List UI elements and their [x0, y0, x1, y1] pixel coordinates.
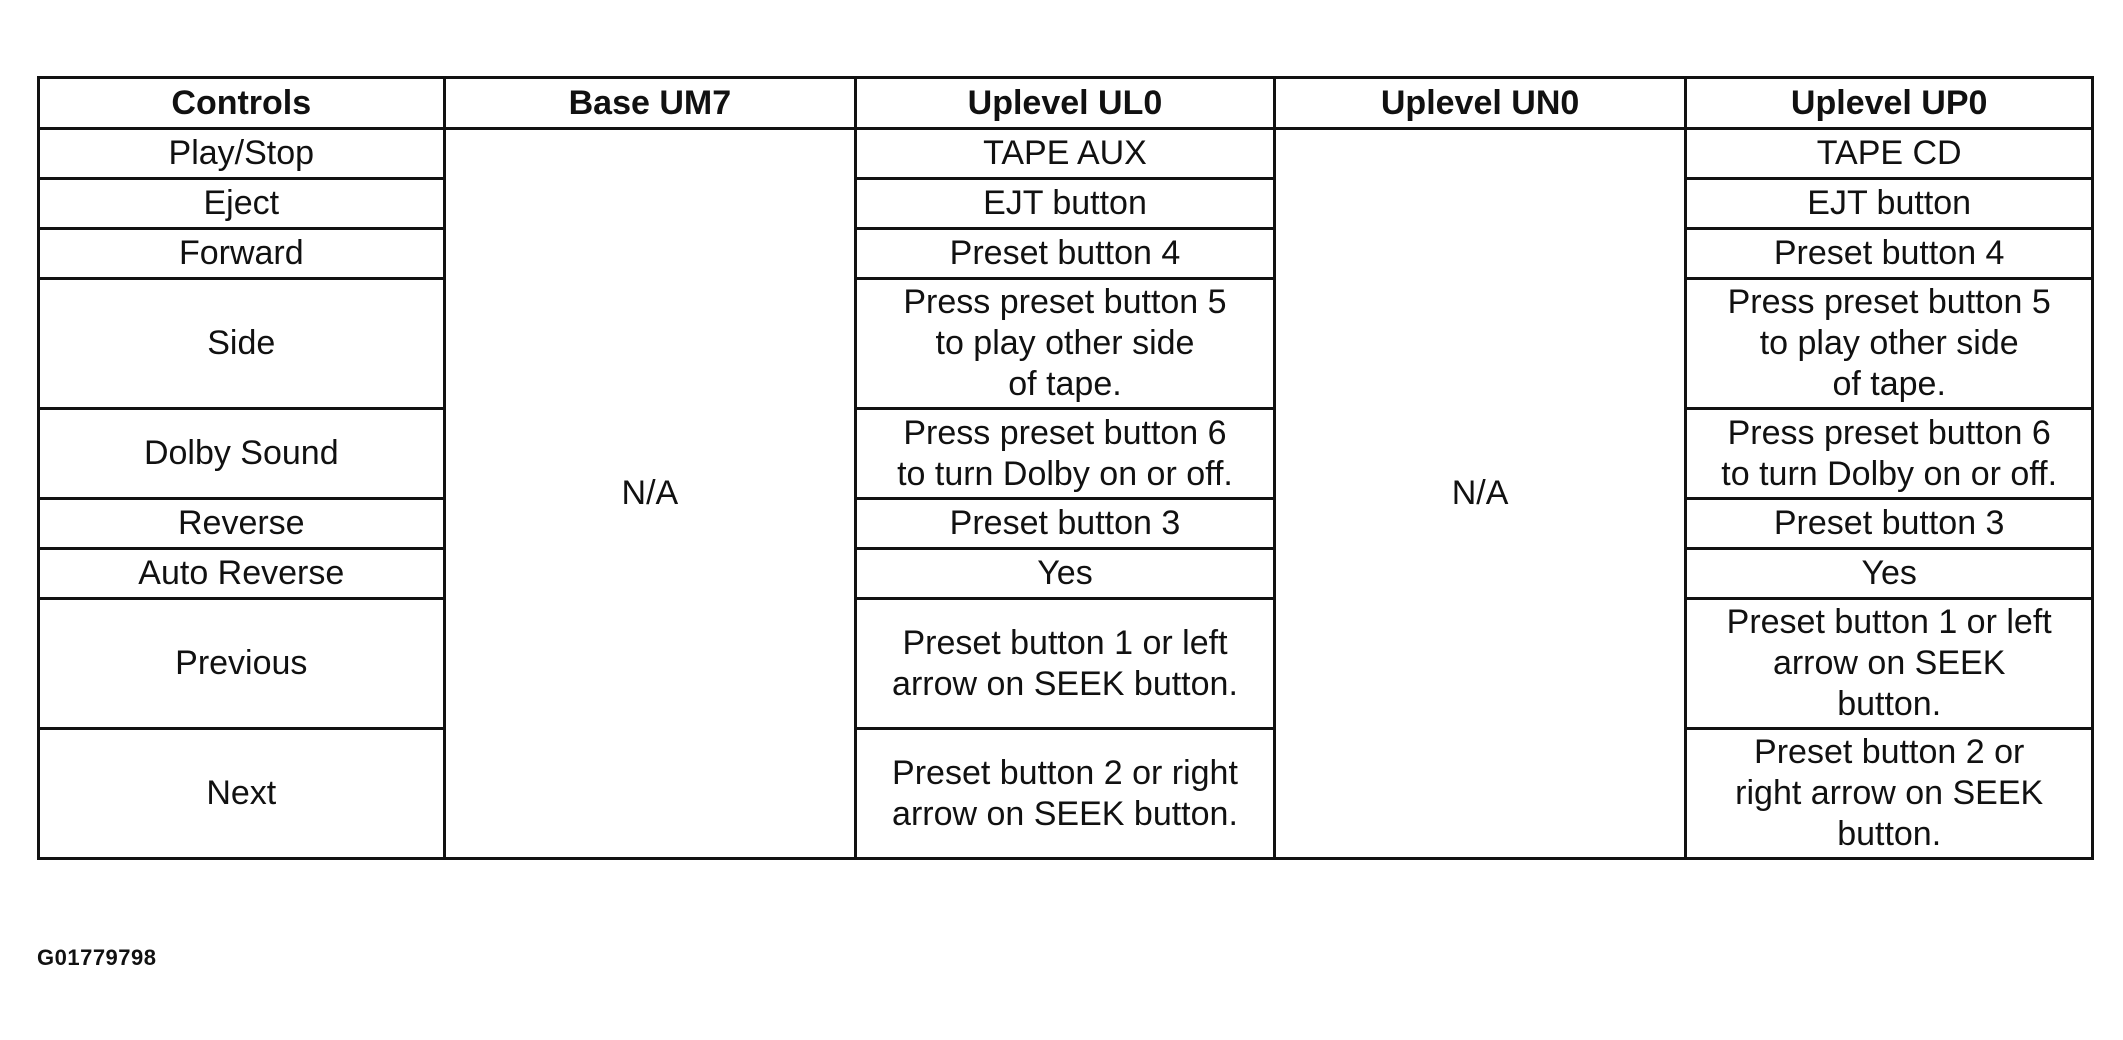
- ul0-value: Preset button 1 or left arrow on SEEK bu…: [854, 597, 1276, 730]
- up0-value: Preset button 1 or left arrow on SEEK bu…: [1684, 597, 2094, 730]
- cell-line: of tape.: [1008, 365, 1122, 403]
- up0-value: Preset button 3: [1684, 497, 2094, 550]
- cell-line: Press preset button 5: [1727, 283, 2051, 321]
- up0-value: EJT button: [1684, 177, 2094, 230]
- table-row: Dolby Sound Press preset button 6 to tur…: [37, 407, 2094, 500]
- table-row: Auto Reverse Yes Yes: [37, 547, 2094, 600]
- table-row: Next Preset button 2 or right arrow on S…: [37, 727, 2094, 860]
- header-uplevel-un0: Uplevel UN0: [1272, 76, 1688, 130]
- up0-value: Preset button 2 or right arrow on SEEK b…: [1684, 727, 2094, 860]
- table-row: Forward Preset button 4 Preset button 4: [37, 227, 2094, 280]
- ul0-value: Preset button 2 or right arrow on SEEK b…: [854, 727, 1276, 860]
- cell-line: right arrow on SEEK: [1735, 774, 2044, 812]
- control-name: Reverse: [37, 497, 446, 550]
- ul0-value: Press preset button 5 to play other side…: [854, 277, 1276, 410]
- cell-line: Press preset button 6: [903, 413, 1227, 452]
- cell-line: arrow on SEEK button.: [892, 664, 1238, 703]
- cell-line: Press preset button 6: [1727, 413, 2051, 452]
- ul0-value: Preset button 3: [854, 497, 1276, 550]
- control-name: Dolby Sound: [37, 407, 446, 500]
- ul0-value: Preset button 4: [854, 227, 1276, 280]
- table-row: Play/Stop N/A TAPE AUX N/A TAPE CD: [37, 127, 2094, 860]
- cell-line: button.: [1837, 815, 1942, 853]
- control-name: Play/Stop: [37, 127, 446, 180]
- table-row: Reverse Preset button 3 Preset button 3: [37, 497, 2094, 550]
- ul0-value: EJT button: [854, 177, 1276, 230]
- cell-line: to turn Dolby on or off.: [897, 454, 1233, 493]
- header-controls: Controls: [37, 76, 446, 130]
- cell-line: to turn Dolby on or off.: [1721, 454, 2058, 493]
- cell-line: arrow on SEEK button.: [892, 794, 1238, 833]
- control-name: Previous: [37, 597, 446, 730]
- uplevel-un0-value: N/A: [1272, 127, 1688, 860]
- up0-value: Press preset button 6 to turn Dolby on o…: [1684, 407, 2094, 500]
- cell-line: Preset button 2 or right: [892, 753, 1238, 792]
- up0-value: Preset button 4: [1684, 227, 2094, 280]
- up0-value: Yes: [1684, 547, 2094, 600]
- base-um7-value: N/A: [442, 127, 858, 860]
- cell-line: Preset button 1 or left: [1726, 603, 2052, 641]
- ul0-value: Press preset button 6 to turn Dolby on o…: [854, 407, 1276, 500]
- control-name: Eject: [37, 177, 446, 230]
- table-row: Previous Preset button 1 or left arrow o…: [37, 597, 2094, 730]
- table-row: Eject EJT button EJT button: [37, 177, 2094, 230]
- cell-line: button.: [1837, 685, 1942, 723]
- cell-line: Preset button 1 or left: [902, 623, 1228, 662]
- control-name: Forward: [37, 227, 446, 280]
- radio-controls-table: Controls Base UM7 Uplevel UL0 Uplevel UN…: [37, 76, 2094, 860]
- cell-line: Preset button 2 or: [1754, 733, 2025, 771]
- cell-line: to play other side: [1759, 324, 2019, 362]
- table-row: Side Press preset button 5 to play other…: [37, 277, 2094, 410]
- up0-value: TAPE CD: [1684, 127, 2094, 180]
- figure-id: G01779798: [37, 945, 157, 970]
- control-name: Auto Reverse: [37, 547, 446, 600]
- cell-line: arrow on SEEK: [1772, 644, 2006, 682]
- header-uplevel-ul0: Uplevel UL0: [854, 76, 1276, 130]
- cell-line: Press preset button 5: [903, 283, 1227, 321]
- cell-line: of tape.: [1832, 365, 1946, 403]
- ul0-value: Yes: [854, 547, 1276, 600]
- control-name: Side: [37, 277, 446, 410]
- up0-value: Press preset button 5 to play other side…: [1684, 277, 2094, 410]
- header-base-um7: Base UM7: [442, 76, 858, 130]
- cell-line: to play other side: [935, 324, 1195, 362]
- header-uplevel-up0: Uplevel UP0: [1684, 76, 2094, 130]
- ul0-value: TAPE AUX: [854, 127, 1276, 180]
- table-header-row: Controls Base UM7 Uplevel UL0 Uplevel UN…: [37, 76, 2094, 130]
- control-name: Next: [37, 727, 446, 860]
